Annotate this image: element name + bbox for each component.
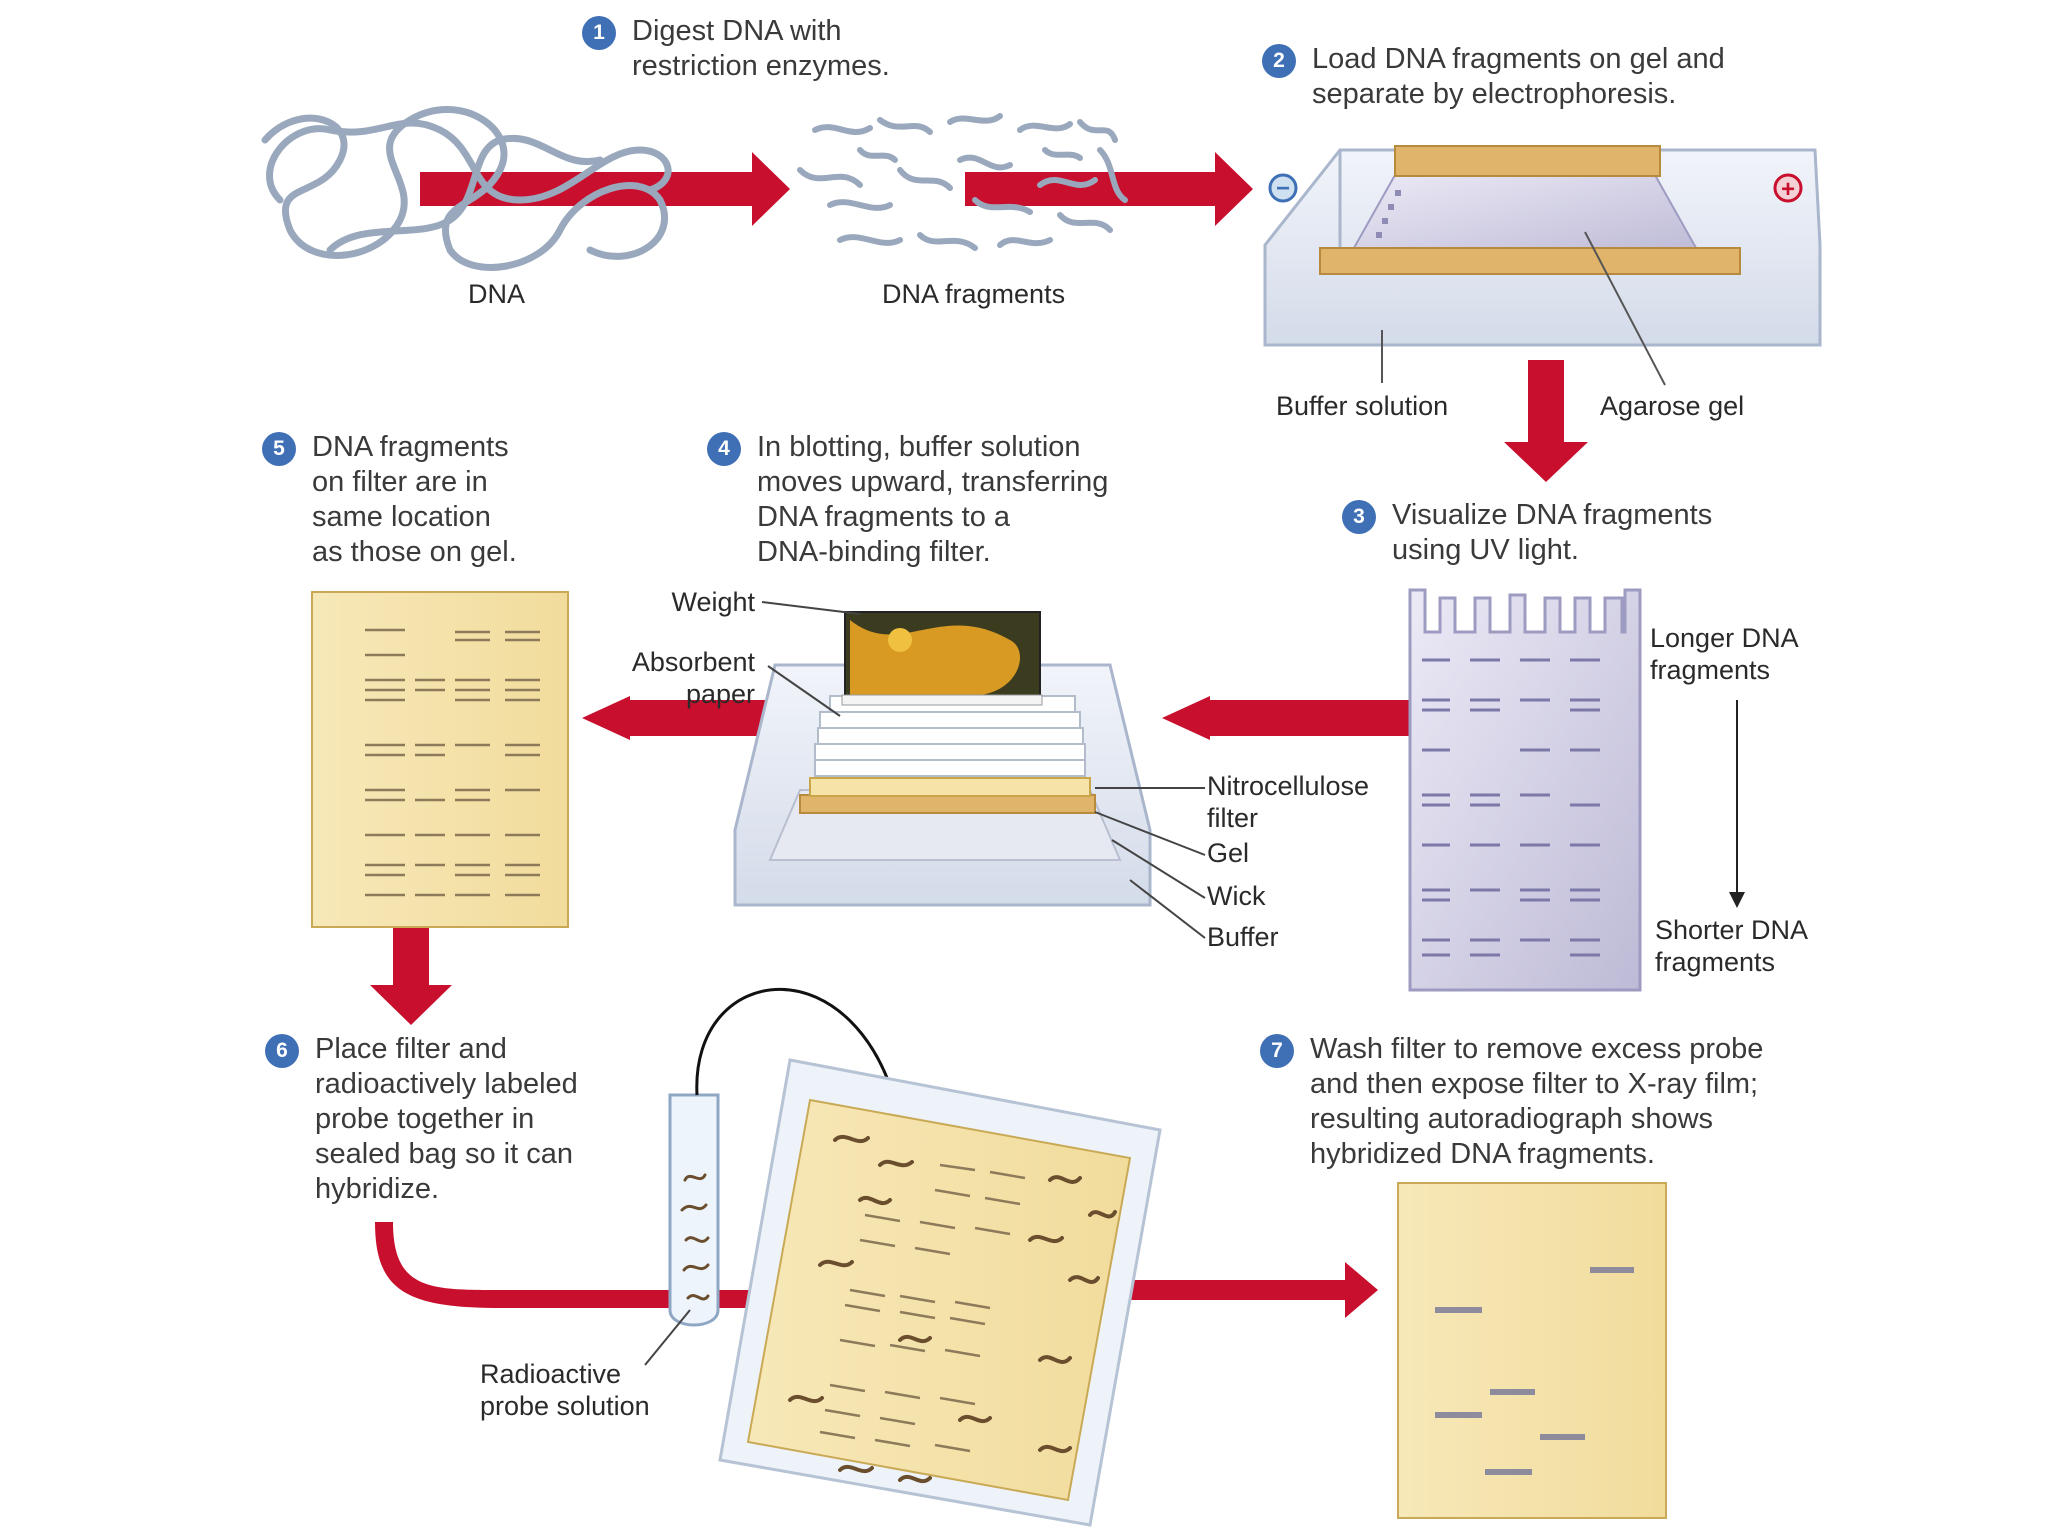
- label-buffer-solution: Buffer solution: [1276, 391, 1449, 421]
- filter-sheet: [311, 591, 569, 928]
- label-dna-fragments: DNA fragments: [882, 279, 1066, 309]
- step-1-text: Digest DNA with restriction enzymes.: [632, 15, 890, 82]
- arrow-gel-down: [1504, 360, 1588, 482]
- dna-fragments: [797, 113, 1128, 251]
- transfer-curve-arrow: [695, 988, 902, 1121]
- blotting-apparatus: [733, 601, 1206, 939]
- label-buffer: Buffer: [1207, 922, 1279, 952]
- step-2-text: Load DNA fragments on gel and separate b…: [1312, 43, 1725, 110]
- dna-tangle: [261, 106, 672, 271]
- step-7: 7 Wash filter to remove excess probe and…: [1260, 1032, 1764, 1172]
- label-nitrocellulose-filter: Nitrocellulose filter: [1207, 771, 1370, 833]
- autoradiograph-film: [1397, 1182, 1667, 1519]
- absorbent-paper-stack: [814, 695, 1086, 777]
- uv-gel: [1408, 588, 1745, 992]
- agarose-gel-slab: [1348, 174, 1702, 256]
- label-radioactive-probe: Radioactive probe solution: [480, 1359, 650, 1421]
- step-6: 6 Place filter and radioactively labeled…: [265, 1032, 578, 1207]
- nitrocellulose-layer: [809, 777, 1091, 797]
- label-weight: Weight: [671, 587, 755, 617]
- step-3: 3 Visualize DNA fragments using UV light…: [1342, 498, 1713, 568]
- uv-gel-bands: [1422, 658, 1600, 957]
- gel-tray-bottom: [1319, 247, 1741, 275]
- arrow-fragments-to-gel: [965, 152, 1253, 226]
- label-longer-fragments: Longer DNA fragments: [1650, 623, 1799, 685]
- label-gel: Gel: [1207, 838, 1250, 868]
- electrophoresis-tank: − +: [1263, 145, 1822, 386]
- step-3-text: Visualize DNA fragments using UV light.: [1392, 499, 1713, 566]
- sealed-bag: [718, 1058, 1162, 1527]
- size-direction-arrowhead: [1729, 892, 1745, 908]
- label-wick: Wick: [1207, 881, 1266, 911]
- label-dna: DNA: [468, 279, 526, 309]
- arrow-to-bag: [375, 1222, 790, 1308]
- negative-electrode-icon: [1268, 173, 1298, 203]
- gel-layer: [799, 794, 1096, 814]
- step-5-text: DNA fragments on filter are in same loca…: [312, 431, 517, 568]
- step-7-text: Wash filter to remove excess probe and t…: [1310, 1033, 1764, 1170]
- label-shorter-fragments: Shorter DNA fragments: [1655, 915, 1809, 977]
- step-5-badge: 5: [262, 432, 296, 466]
- step-4-text: In blotting, buffer solution moves upwar…: [757, 431, 1109, 568]
- step-7-badge: 7: [1260, 1034, 1294, 1068]
- positive-sign: +: [1781, 176, 1795, 203]
- arrow-filter-down: [370, 925, 452, 1025]
- label-absorbent-paper: Absorbent paper: [631, 647, 755, 709]
- probe-test-tube: [644, 1093, 720, 1366]
- arrow-bag-to-film: [1128, 1262, 1378, 1318]
- negative-sign: −: [1276, 175, 1290, 202]
- step-2-badge: 2: [1262, 44, 1296, 78]
- step-5: 5 DNA fragments on filter are in same lo…: [262, 430, 517, 570]
- label-agarose-gel: Agarose gel: [1600, 391, 1745, 421]
- hybridized-bands: [1435, 1267, 1634, 1475]
- step-2: 2 Load DNA fragments on gel and separate…: [1262, 42, 1725, 112]
- gel-tray-top: [1394, 145, 1661, 177]
- step-3-badge: 3: [1342, 500, 1376, 534]
- positive-electrode-icon: [1773, 173, 1803, 203]
- arrow-gel-to-blot: [1162, 696, 1412, 740]
- arrow-blot-to-filter: [582, 696, 775, 740]
- step-4: 4 In blotting, buffer solution moves upw…: [707, 430, 1109, 570]
- step-6-badge: 6: [265, 1034, 299, 1068]
- filter-bands: [365, 628, 540, 897]
- step-1: 1 Digest DNA with restriction enzymes.: [582, 14, 890, 84]
- step-4-badge: 4: [707, 432, 741, 466]
- step-1-badge: 1: [582, 16, 616, 50]
- step-6-text: Place filter and radioactively labeled p…: [315, 1033, 578, 1205]
